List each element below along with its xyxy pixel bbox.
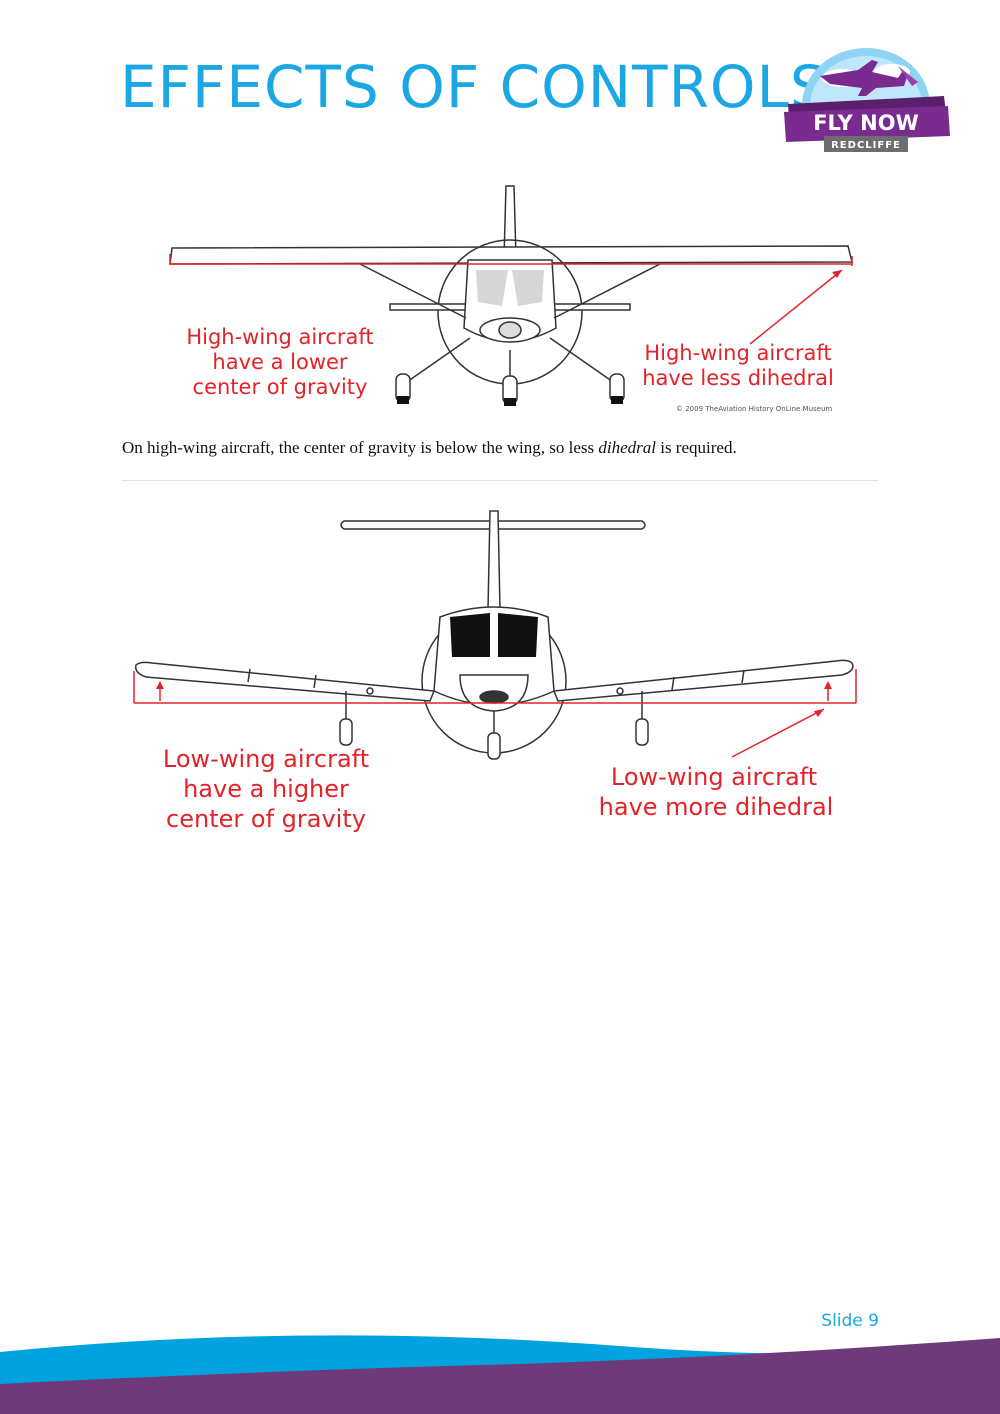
low-wing-left-label-line-1: Low-wing aircraft bbox=[163, 745, 369, 773]
high-wing-right-label-line-2: have less dihedral bbox=[642, 366, 834, 390]
high-wing-left-label-line-1: High-wing aircraft bbox=[186, 325, 373, 349]
caption-after: is required. bbox=[655, 438, 737, 457]
copyright-notice: © 2009 TheAviation History OnLine Museum bbox=[676, 405, 832, 413]
logo-sub-text: REDCLIFFE bbox=[831, 140, 901, 151]
slide-number: Slide 9 bbox=[821, 1311, 879, 1331]
low-wing-right-label-line-1: Low-wing aircraft bbox=[611, 763, 817, 791]
low-wing-left-label-line-2: have a higher bbox=[183, 775, 349, 803]
page-title: EFFECTS OF CONTROLS bbox=[120, 53, 828, 121]
low-wing-aircraft-figure: Low-wing aircraft have a higher center o… bbox=[130, 505, 860, 840]
section-divider bbox=[122, 480, 878, 481]
caption-emphasis: dihedral bbox=[598, 438, 656, 457]
high-wing-aircraft-figure: High-wing aircraft have a lower center o… bbox=[160, 178, 860, 418]
high-wing-aircraft-diagram: High-wing aircraft have a lower center o… bbox=[169, 185, 853, 413]
high-wing-left-label-line-2: have a lower bbox=[212, 350, 348, 374]
footer-wave bbox=[0, 1335, 1000, 1414]
low-wing-aircraft-diagram: Low-wing aircraft have a higher center o… bbox=[133, 510, 857, 833]
caption-text: On high-wing aircraft, the center of gra… bbox=[122, 438, 882, 458]
logo-graphic: FLY NOW REDCLIFFE bbox=[784, 48, 950, 152]
caption-before: On high-wing aircraft, the center of gra… bbox=[122, 438, 599, 457]
high-wing-right-label-line-1: High-wing aircraft bbox=[644, 341, 831, 365]
logo-main-text: FLY NOW bbox=[813, 111, 919, 135]
fly-now-logo: FLY NOW REDCLIFFE bbox=[780, 32, 952, 156]
high-wing-left-label-line-3: center of gravity bbox=[193, 375, 368, 399]
low-wing-right-label-line-2: have more dihedral bbox=[599, 793, 834, 821]
low-wing-left-label-line-3: center of gravity bbox=[166, 805, 366, 833]
